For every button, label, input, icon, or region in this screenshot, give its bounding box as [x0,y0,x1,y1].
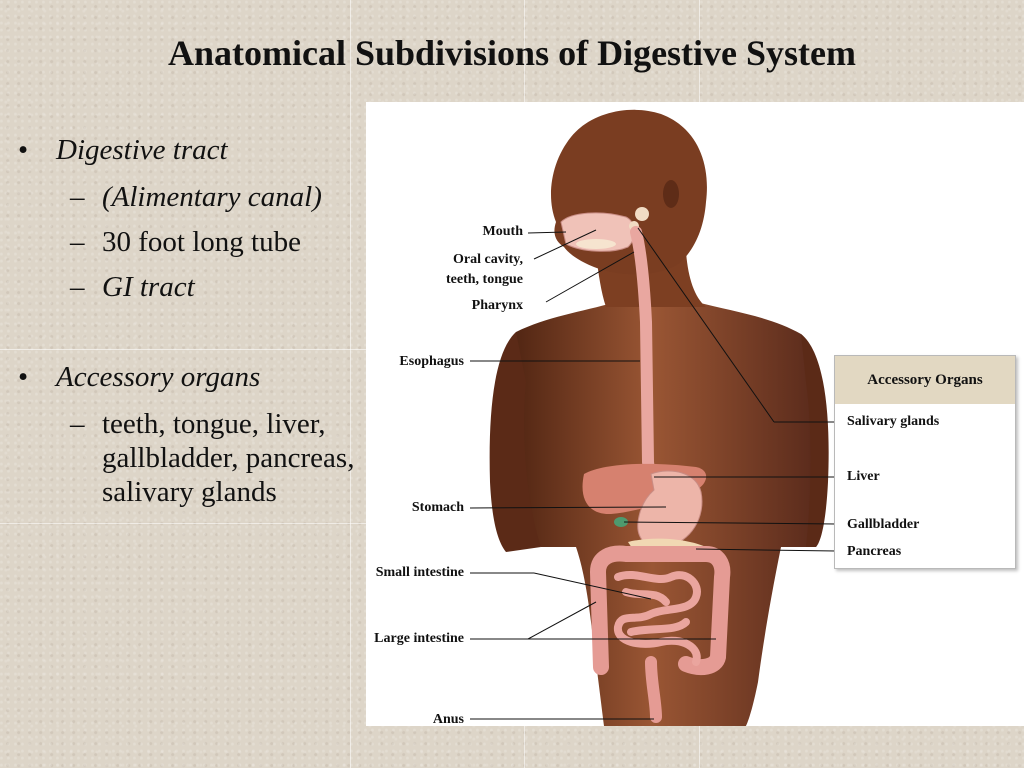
label-pancreas: Pancreas [847,544,902,559]
label-mouth: Mouth [482,224,523,239]
rectum [645,656,662,723]
bullet-text: Accessory organs [56,361,261,393]
label-salivary-glands: Salivary glands [847,414,940,429]
label-pharynx: Pharynx [471,298,523,313]
small-intestine [614,571,701,666]
sub-item-text: teeth, tongue, liver, gallbladder, pancr… [102,408,355,508]
bullet-marker: • [18,134,29,166]
dash-marker: – [70,226,85,258]
sub-item-text: (Alimentary canal) [102,181,322,213]
label-esophagus: Esophagus [399,354,464,369]
right-arm [801,334,829,547]
anatomy-figure: Mouth Oral cavity, teeth, tongue Pharynx… [366,102,1024,727]
label-liver: Liver [847,469,880,484]
label-anus: Anus [432,712,464,727]
head [551,109,707,275]
grid-line [350,0,351,768]
bullet-accessory-organs: • Accessory organs [18,361,368,394]
left-arm [489,332,541,552]
bullet-marker: • [18,361,29,393]
sub-item-text: 30 foot long tube [102,226,301,258]
gallbladder [614,517,628,527]
label-small-intestine: Small intestine [375,565,464,580]
accessory-organs-box: Accessory Organs Salivary glands Liver G… [834,355,1016,569]
dash-marker: – [70,408,85,440]
leader-lines [469,227,837,720]
label-stomach: Stomach [411,500,464,515]
label-gallbladder: Gallbladder [847,517,920,532]
teeth [576,239,616,249]
anatomy-illustration [469,109,837,726]
label-large-intestine: Large intestine [374,631,464,646]
dash-marker: – [70,271,85,303]
accessory-organs-title: Accessory Organs [835,356,1015,404]
label-oral-cavity-2: teeth, tongue [446,272,523,287]
large-intestine [589,545,731,676]
slide-title: Anatomical Subdivisions of Digestive Sys… [167,33,857,73]
dash-marker: – [70,181,85,213]
label-oral-cavity-1: Oral cavity, [453,252,523,267]
sub-item-text: GI tract [102,271,195,303]
ear [663,180,679,208]
bullet-text: Digestive tract [56,134,228,166]
salivary-gland [635,207,649,221]
bullet-digestive-tract: • Digestive tract [18,134,368,167]
